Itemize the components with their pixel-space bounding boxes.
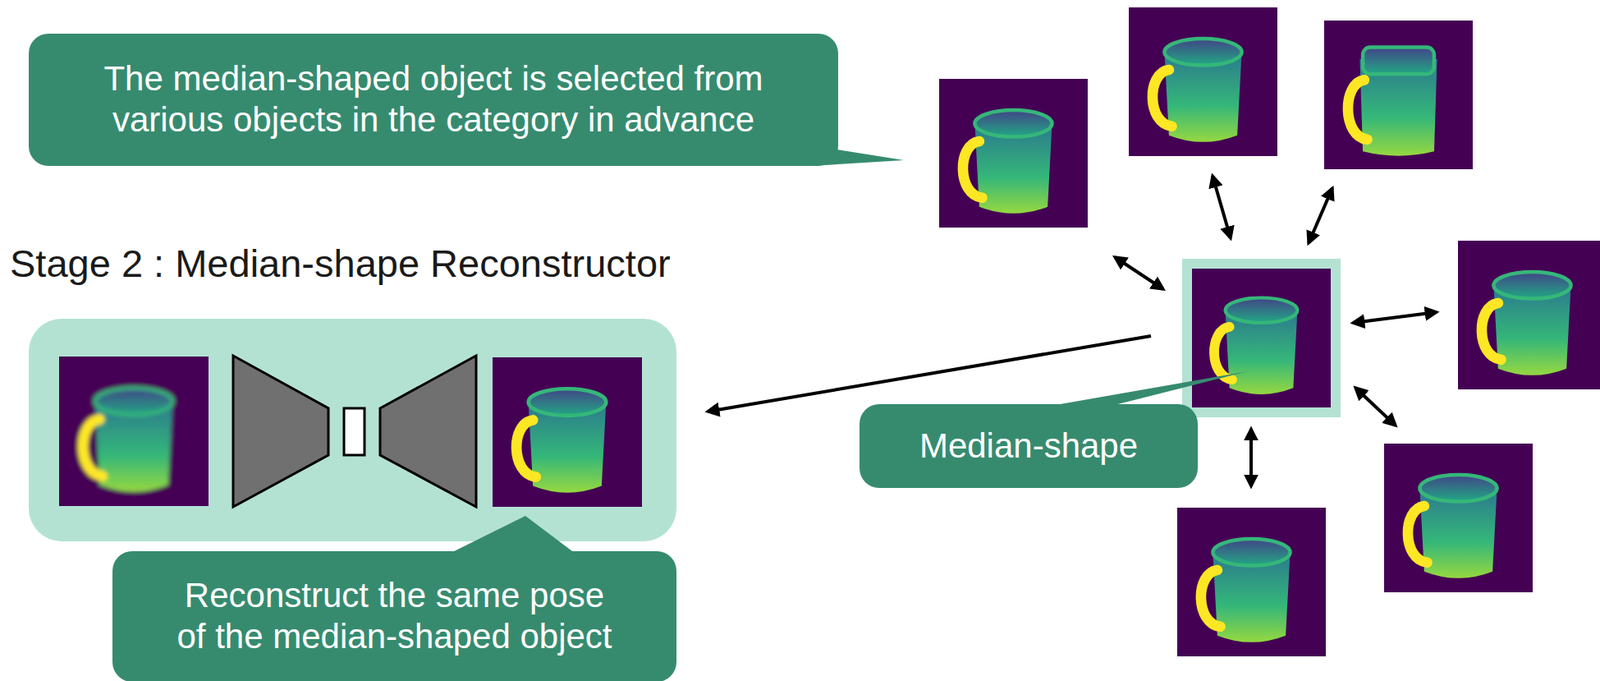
depth-image — [1128, 7, 1278, 156]
arrows — [707, 175, 1437, 486]
callout-box: The median-shaped object is selected fro… — [28, 33, 839, 166]
target-depth-image — [492, 357, 642, 507]
stage-panel — [28, 318, 677, 541]
decoder — [380, 355, 477, 507]
callout-box: Median-shape — [859, 403, 1198, 488]
encoder — [233, 355, 329, 507]
callout-text: Reconstruct the same pose of the median-… — [170, 574, 619, 658]
reconstructed-depth-image — [59, 356, 209, 506]
depth-image — [939, 78, 1088, 228]
median-frame — [1182, 258, 1341, 418]
bottleneck — [343, 408, 365, 455]
callout-box: Reconstruct the same pose of the median-… — [112, 550, 677, 681]
depth-image — [1177, 507, 1326, 656]
depth-image — [1457, 240, 1600, 390]
callout-text: Median-shape — [905, 425, 1152, 467]
median-depth-image — [1191, 268, 1331, 408]
depth-image — [1324, 20, 1473, 170]
depth-image — [1384, 443, 1533, 592]
stage-title: Stage 2 : Median-shape Reconstructor — [9, 240, 671, 287]
callout-text: The median-shaped object is selected fro… — [92, 58, 775, 142]
